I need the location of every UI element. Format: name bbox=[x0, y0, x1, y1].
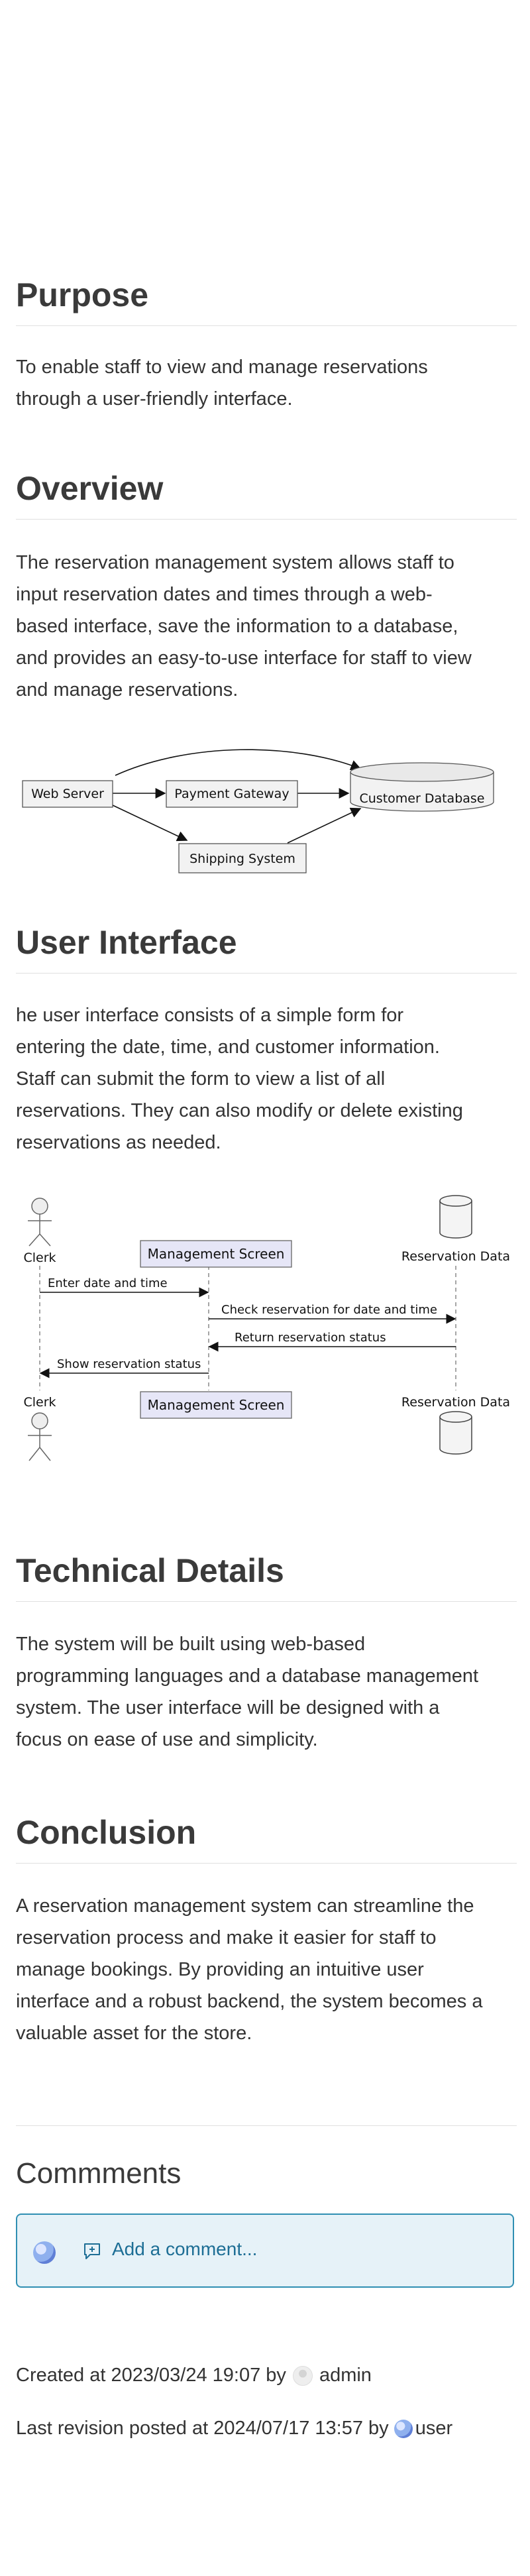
line: reservation process and make it easier f… bbox=[16, 1927, 437, 1948]
edge-webserver-database bbox=[115, 749, 362, 776]
sequence-diagram: Clerk Management Screen Reservation Data… bbox=[23, 1195, 510, 1461]
paragraph-purpose: To enable staff to view and manage reser… bbox=[16, 351, 517, 415]
message-check-label: Check reservation for date and time bbox=[221, 1303, 437, 1317]
line: The reservation management system allows… bbox=[16, 552, 454, 573]
message-return-label: Return reservation status bbox=[235, 1331, 386, 1345]
node-customer-database-label: Customer Database bbox=[360, 791, 485, 806]
line: reservations as needed. bbox=[16, 1132, 221, 1153]
line: input reservation dates and times throug… bbox=[16, 584, 433, 605]
heading-technical-details: Technical Details bbox=[16, 1553, 517, 1602]
line: valuable asset for the store. bbox=[16, 2023, 252, 2044]
paragraph-user-interface: he user interface consists of a simple f… bbox=[16, 999, 517, 1158]
paragraph-conclusion: A reservation management system can stre… bbox=[16, 1890, 517, 2049]
user-avatar bbox=[394, 2419, 413, 2438]
message-show-label: Show reservation status bbox=[57, 1357, 201, 1371]
line: The system will be built using web-based bbox=[16, 1634, 366, 1655]
edge-webserver-shipping bbox=[112, 805, 188, 842]
created-user-link[interactable]: admin bbox=[319, 2365, 372, 2386]
participant-reservation-data-top-label: Reservation Data bbox=[401, 1249, 510, 1264]
participant-management-screen-bottom bbox=[140, 1391, 292, 1419]
heading-user-interface: User Interface bbox=[16, 924, 517, 974]
node-shipping-system bbox=[178, 843, 307, 873]
line: through a user-friendly interface. bbox=[16, 388, 293, 410]
comment-add-icon bbox=[84, 2243, 100, 2259]
line: To enable staff to view and manage reser… bbox=[16, 357, 428, 378]
paragraph-overview: The reservation management system allows… bbox=[16, 547, 517, 706]
created-info: Created at 2023/03/24 19:07 by admin bbox=[16, 2365, 372, 2386]
participant-management-screen-top bbox=[140, 1240, 292, 1268]
participant-management-screen-bottom-label: Management Screen bbox=[148, 1397, 285, 1413]
line: system. The user interface will be desig… bbox=[16, 1697, 440, 1718]
admin-avatar bbox=[292, 2365, 313, 2386]
line: reservations. They can also modify or de… bbox=[16, 1100, 463, 1121]
add-comment-button[interactable]: Add a comment... bbox=[16, 2213, 514, 2288]
line: and manage reservations. bbox=[16, 679, 238, 700]
revision-text: Last revision posted at 2024/07/17 13:57… bbox=[16, 2418, 389, 2439]
node-payment-gateway bbox=[166, 780, 298, 808]
line: he user interface consists of a simple f… bbox=[16, 1005, 404, 1026]
participant-reservation-data-bottom-label: Reservation Data bbox=[401, 1395, 510, 1410]
actor-clerk-bottom-label: Clerk bbox=[23, 1395, 56, 1410]
created-text: Created at 2023/03/24 19:07 by bbox=[16, 2365, 286, 2386]
line: programming languages and a database man… bbox=[16, 1665, 479, 1687]
node-customer-database bbox=[350, 762, 494, 812]
line: Staff can submit the form to view a list… bbox=[16, 1068, 386, 1090]
paragraph-technical-details: The system will be built using web-based… bbox=[16, 1628, 517, 1756]
current-user-avatar bbox=[33, 2241, 56, 2264]
node-payment-gateway-label: Payment Gateway bbox=[174, 787, 289, 801]
comments-separator bbox=[16, 2125, 517, 2126]
participant-reservation-data-top bbox=[439, 1195, 472, 1239]
heading-purpose: Purpose bbox=[16, 277, 517, 326]
participant-reservation-data-bottom bbox=[439, 1411, 472, 1455]
line: based interface, save the information to… bbox=[16, 616, 458, 637]
line: focus on ease of use and simplicity. bbox=[16, 1729, 318, 1750]
comments-heading: Commments bbox=[16, 2157, 182, 2190]
edge-shipping-database bbox=[287, 807, 362, 844]
line: manage bookings. By providing an intuiti… bbox=[16, 1959, 424, 1980]
actor-clerk-bottom bbox=[28, 1412, 52, 1461]
message-enter-label: Enter date and time bbox=[48, 1276, 168, 1290]
add-comment-label: Add a comment... bbox=[112, 2239, 258, 2259]
line: A reservation management system can stre… bbox=[16, 1895, 474, 1917]
revision-info: Last revision posted at 2024/07/17 13:57… bbox=[16, 2418, 452, 2439]
node-web-server-label: Web Server bbox=[31, 787, 104, 801]
actor-clerk-top bbox=[28, 1198, 52, 1247]
heading-overview: Overview bbox=[16, 471, 517, 520]
node-shipping-system-label: Shipping System bbox=[189, 852, 295, 866]
node-web-server bbox=[22, 780, 113, 808]
line: entering the date, time, and customer in… bbox=[16, 1036, 440, 1058]
line: interface and a robust backend, the syst… bbox=[16, 1991, 483, 2012]
participant-management-screen-top-label: Management Screen bbox=[148, 1246, 285, 1262]
revision-user-link[interactable]: user bbox=[415, 2418, 453, 2439]
system-flow-diagram: Web Server Payment Gateway Customer Data… bbox=[22, 749, 494, 873]
line: and provides an easy-to-use interface fo… bbox=[16, 647, 472, 669]
heading-conclusion: Conclusion bbox=[16, 1815, 517, 1864]
actor-clerk-top-label: Clerk bbox=[23, 1251, 56, 1265]
